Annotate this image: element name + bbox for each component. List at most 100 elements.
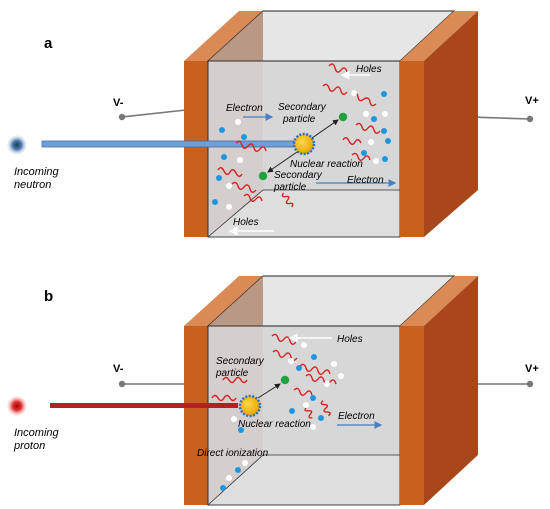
proton-beam [50, 403, 238, 408]
right-electrode-top [400, 11, 478, 61]
left-electrode-top [184, 276, 263, 326]
panel-a: a V- V+ Incoming neutron [7, 10, 539, 238]
electron-dot [385, 138, 391, 144]
secondary-arrow-bottom [267, 151, 298, 173]
electron-dot [221, 154, 227, 160]
wiggle-b8 [222, 376, 248, 384]
wiggle-b-beam1 [211, 394, 237, 402]
secondary-particle-top [338, 112, 348, 122]
box-inner-edge2 [207, 189, 264, 238]
terminal-right [526, 115, 534, 123]
hole-dot [235, 119, 241, 125]
right-electrode-front [400, 61, 424, 237]
wiggle-a2 [322, 83, 348, 95]
wiggle-a8 [217, 167, 243, 177]
hole-dot [231, 416, 237, 422]
nuclear-reaction-label: Nuclear reaction [238, 419, 311, 430]
wiggle-a4 [355, 122, 381, 134]
panel-a-label: a [44, 35, 53, 52]
left-electrode-front [184, 61, 208, 237]
wiggle-b6 [320, 400, 331, 417]
panel-b-label: b [44, 288, 53, 305]
terminal-left [118, 113, 126, 121]
holes-label-bottom: Holes [233, 217, 259, 228]
secondary-particle-bottom-label-2: particle [273, 182, 307, 193]
hole-dot [351, 90, 357, 96]
hole-dot [324, 381, 330, 387]
electron-dot [241, 134, 247, 140]
secondary-arrow-top [311, 119, 339, 139]
nuclear-reaction-label: Nuclear reaction [290, 159, 363, 170]
neutron-particle [7, 135, 27, 155]
box-inner-edge2 [207, 454, 264, 506]
wiggle-a10 [243, 193, 263, 202]
electron-dot [310, 395, 316, 401]
wiggle-a9 [231, 181, 257, 193]
panel-b: b V- V+ Incoming proton [7, 275, 539, 506]
proton-particle [7, 396, 27, 416]
right-electrode-top [400, 276, 478, 326]
left-electrode-top [184, 11, 263, 61]
incoming-proton-label-2: proton [13, 440, 45, 452]
electron-dot [220, 485, 226, 491]
wiggle-a11 [281, 192, 294, 208]
wire-right [469, 116, 531, 120]
electron-label-top: Electron [226, 103, 263, 114]
electron-dot [311, 354, 317, 360]
electron-dot [289, 408, 295, 414]
right-electrode-side [424, 276, 478, 505]
wiggle-a1 [328, 63, 348, 73]
voltage-left-label: V- [113, 363, 124, 375]
electron-dot [235, 467, 241, 473]
hole-dot [288, 358, 294, 364]
wiggle-a6 [351, 152, 371, 161]
right-electrode-side [424, 11, 478, 237]
voltage-left-label: V- [113, 97, 124, 109]
hole-dot [303, 402, 309, 408]
hole-dot [301, 342, 307, 348]
hole-dot [310, 424, 316, 430]
neutron-beam [41, 140, 295, 148]
hole-dot [373, 158, 379, 164]
hole-dot [226, 204, 232, 210]
secondary-particle-top-label-1: Secondary [278, 102, 327, 113]
hole-dot [338, 373, 344, 379]
secondary-particle-bottom-label-1: Secondary [274, 170, 323, 181]
wiggle-a3 [351, 92, 377, 107]
wiggle-a7 [235, 140, 267, 152]
right-electrode-front [400, 326, 424, 505]
secondary-particle-top-label-2: particle [282, 114, 316, 125]
electron-label-bottom: Electron [347, 175, 384, 186]
hole-dot [226, 183, 232, 189]
electron-dot [212, 199, 218, 205]
wiggle-b1 [271, 333, 297, 345]
secondary-particle [280, 375, 290, 385]
left-electrode-front [184, 326, 208, 505]
voltage-right-label: V+ [525, 95, 539, 107]
incoming-proton-label-1: Incoming [14, 427, 60, 439]
hole-dot [226, 475, 232, 481]
electron-dot [296, 365, 302, 371]
wiggle-b3 [299, 363, 331, 375]
terminal-right [526, 380, 534, 388]
nuclear-reaction-core [292, 132, 316, 156]
electron-dot [371, 116, 377, 122]
hole-dot [363, 111, 369, 117]
electron-dot [318, 415, 324, 421]
electron-dot [382, 156, 388, 162]
secondary-particle-bottom [258, 171, 268, 181]
secondary-particle-label-2: particle [215, 368, 249, 379]
electron-dot [216, 175, 222, 181]
electron-dot [219, 127, 225, 133]
electron-dot [381, 91, 387, 97]
electron-label: Electron [338, 411, 375, 422]
secondary-arrow [257, 383, 281, 399]
hole-dot [331, 361, 337, 367]
electron-dot [381, 128, 387, 134]
secondary-particle-label-1: Secondary [216, 356, 265, 367]
wiggle-b7 [304, 406, 313, 419]
incoming-neutron-label-1: Incoming [14, 166, 60, 178]
hole-dot [237, 157, 243, 163]
hole-dot [368, 139, 374, 145]
